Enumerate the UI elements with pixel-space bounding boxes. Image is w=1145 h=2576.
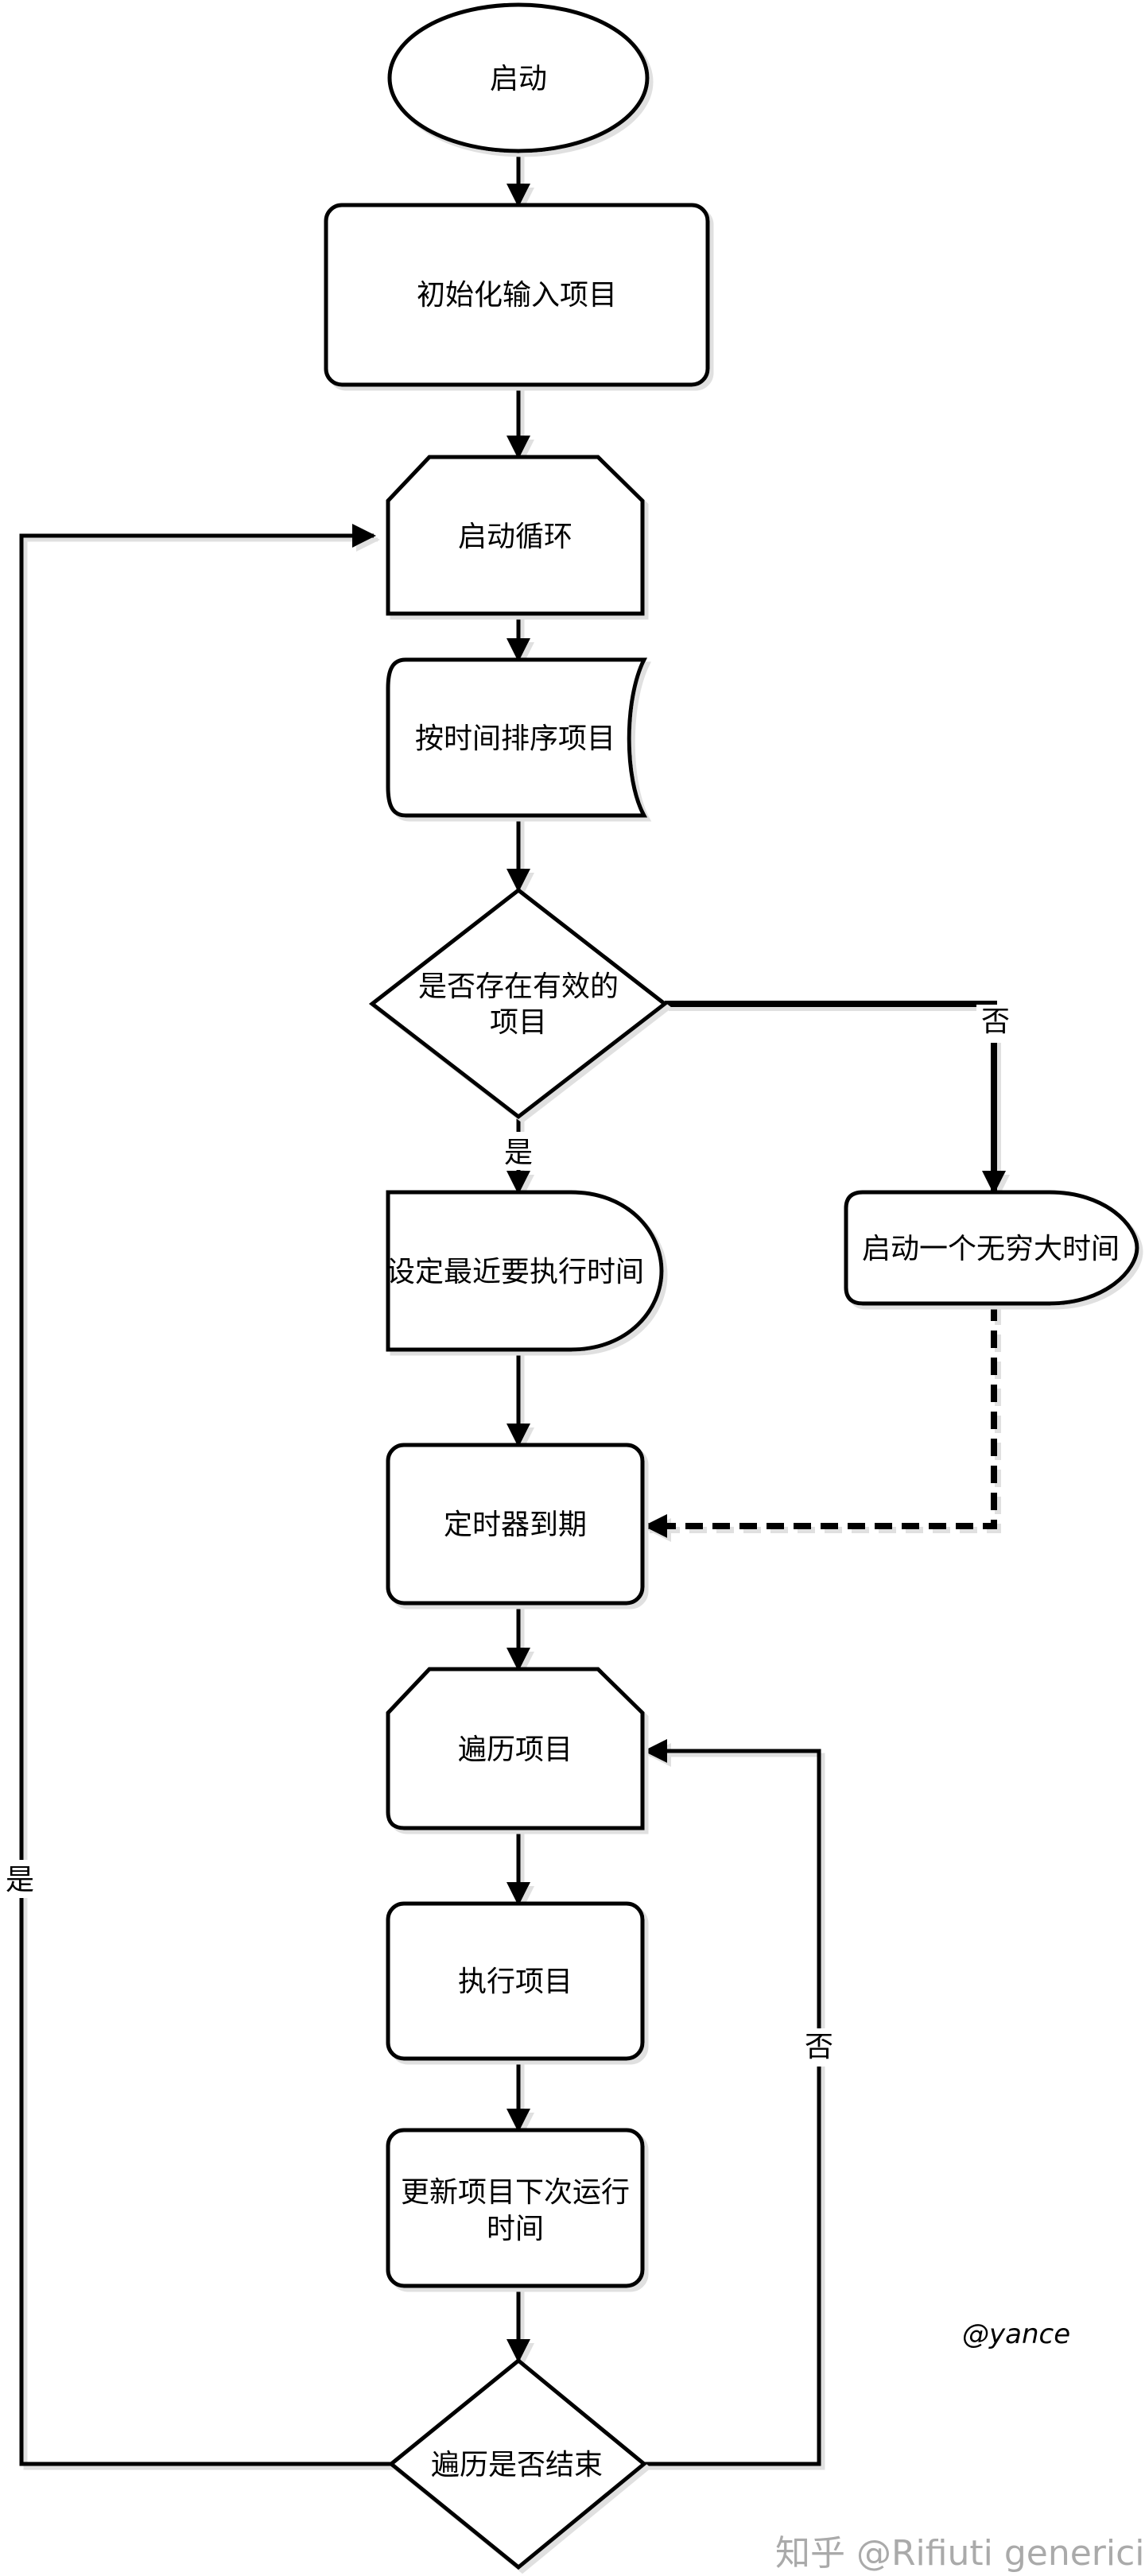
credit-text: @yance [962,2318,1070,2350]
edge-infinite-to-timer [643,1303,997,1538]
label-sort-by-time: 按时间排序项目 [415,722,615,755]
node-execute-item [386,1901,645,2061]
edge-label-bg-done-no [800,2028,838,2067]
label-update-next-line1: 更新项目下次运行 [401,2176,630,2209]
edge-done-no [643,1739,821,2466]
label-has-valid-line2: 项目 [490,1006,547,1039]
edge-label-bg-valid-yes [499,1132,538,1170]
node-start-infinite-time [844,1190,1139,1306]
edge-label-done-yes: 是 [6,1864,34,1896]
label-start-loop: 启动循环 [458,521,572,553]
label-has-valid-line1: 是否存在有效的 [418,970,619,1003]
node-update-next-time [386,2128,645,2288]
node-has-valid-decision [368,887,669,1120]
label-start-infinite-time: 启动一个无穷大时间 [862,1233,1120,1265]
label-execute-item: 执行项目 [458,1966,572,1998]
edge-decision-no [665,1001,1006,1195]
edge-label-bg-done-yes [2,1860,40,1898]
edge-label-valid-no: 否 [981,1005,1010,1038]
node-init-input [324,203,710,387]
edge-label-done-no: 否 [805,2031,833,2063]
label-init-input: 初始化输入项目 [417,279,617,312]
label-set-nearest-time: 设定最近要执行时间 [386,1256,644,1288]
label-iteration-done: 遍历是否结束 [431,2449,603,2481]
label-update-next-line2: 时间 [487,2213,544,2245]
node-set-nearest-time [386,1190,664,1352]
edge-label-bg-valid-no [976,1005,1015,1043]
label-start: 启动 [490,63,547,95]
node-start-loop [386,455,645,616]
node-sort-by-time [386,657,648,818]
edge-done-yes [19,524,391,2466]
watermark-text: 知乎 @Rifiuti generici [775,2533,1145,2574]
node-iterate-items [386,1667,645,1830]
label-iterate-items: 遍历项目 [458,1733,572,1766]
label-timer-expired: 定时器到期 [444,1509,587,1541]
node-iteration-done-decision [388,2357,647,2570]
node-start [387,2,650,153]
edge-label-valid-yes: 是 [504,1137,533,1169]
node-timer-expired [386,1443,645,1606]
